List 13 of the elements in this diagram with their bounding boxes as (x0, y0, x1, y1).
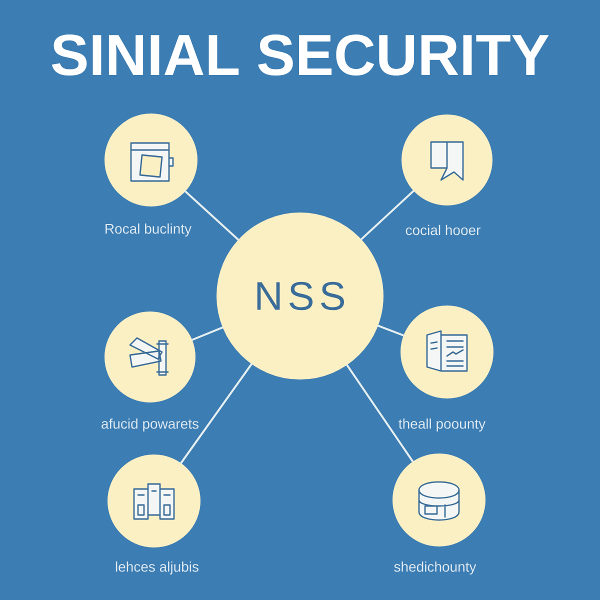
title: SINIAL SECURITY (52, 34, 549, 76)
connector-line (184, 190, 240, 241)
node-label: afucid powarets (102, 418, 198, 432)
connector-line (360, 190, 415, 240)
node-label: cocial hooer (406, 224, 480, 236)
connector-line (346, 364, 414, 463)
node-label: lehces aljubis (116, 561, 198, 575)
node-label: theall poounty (398, 418, 486, 432)
connector-line (377, 324, 405, 336)
connector-line (191, 326, 224, 341)
node-label: shedichounty (394, 561, 476, 575)
connector-line (180, 363, 253, 464)
node-label: Rocal buclinty (106, 223, 192, 237)
